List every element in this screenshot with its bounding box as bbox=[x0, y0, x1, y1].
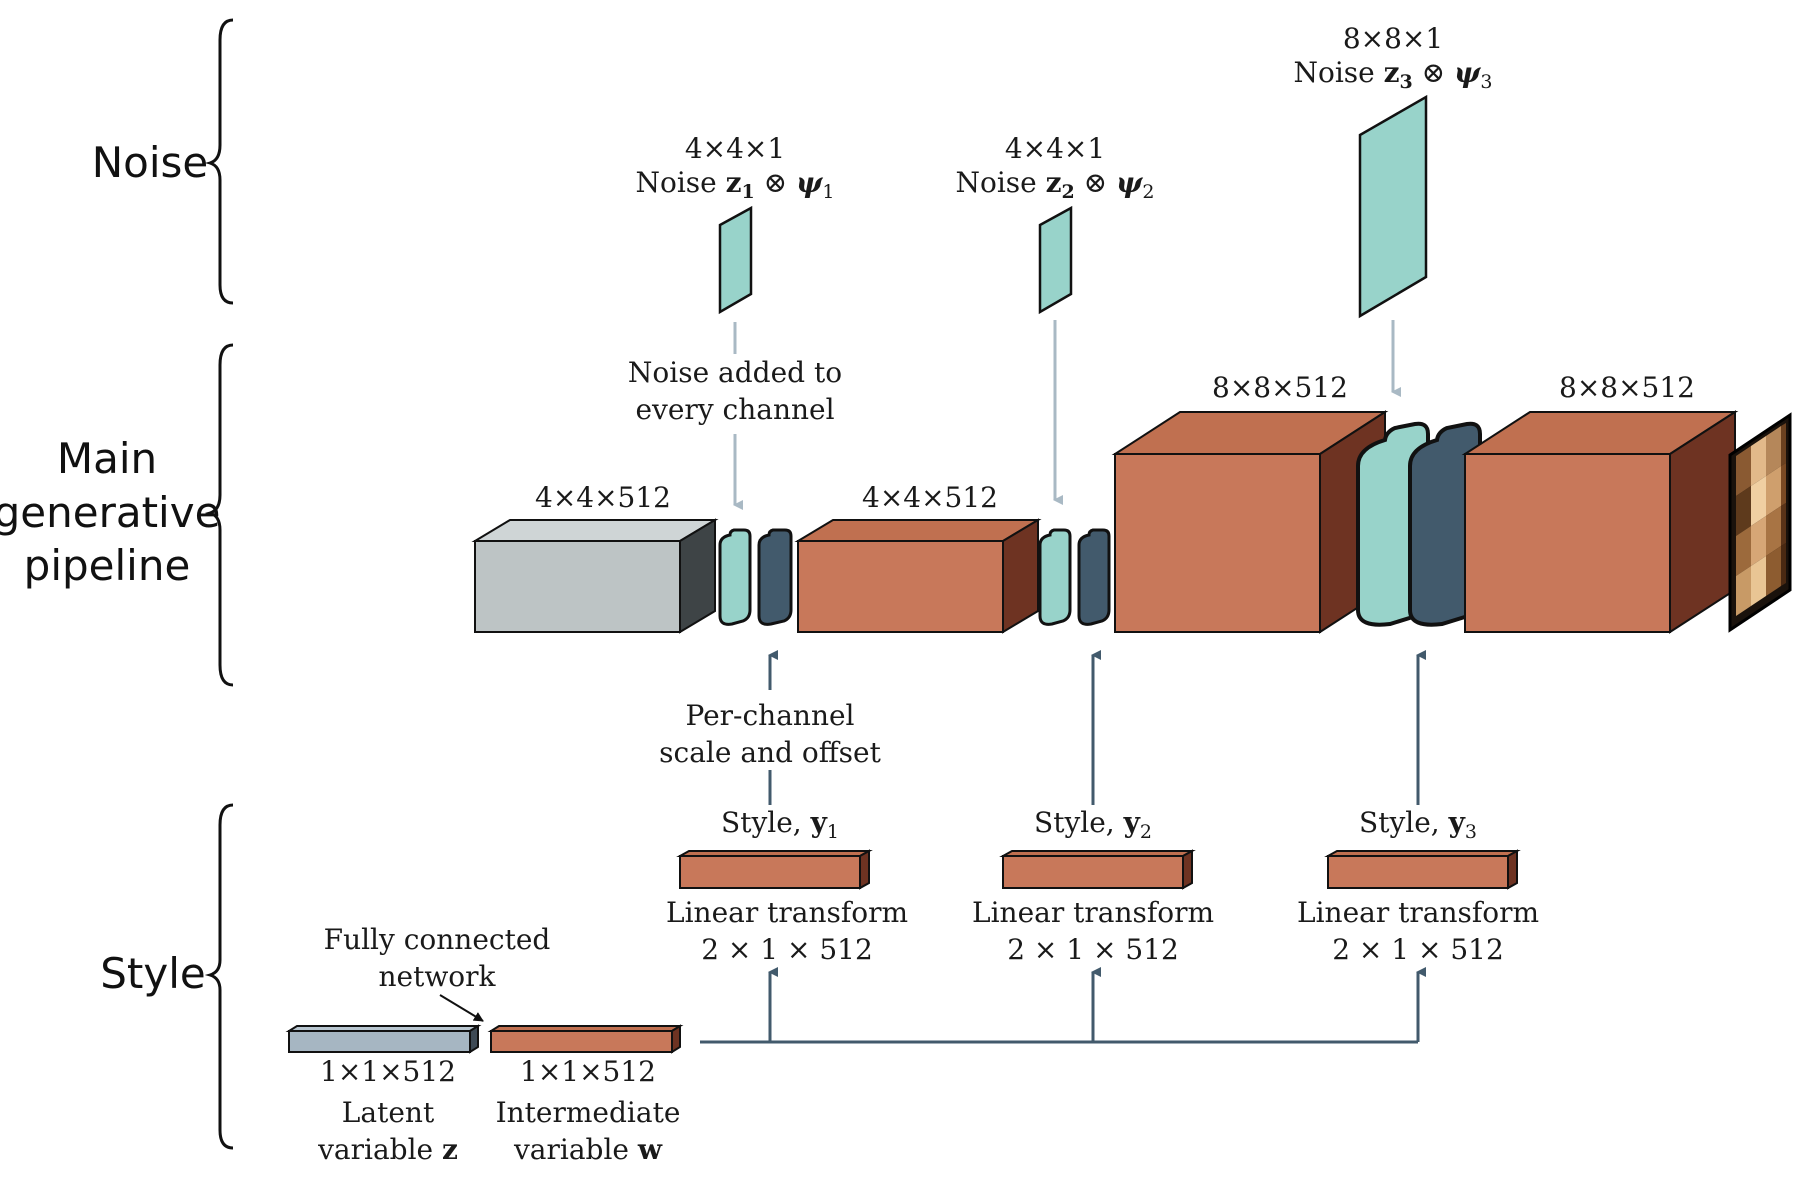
style-3-bar-side bbox=[1507, 849, 1518, 890]
main-section-label-line3: pipeline bbox=[24, 541, 191, 590]
fc-network-arrow bbox=[439, 994, 484, 1022]
const-block-side bbox=[679, 518, 716, 634]
style-1-dims: 2 × 1 × 512 bbox=[701, 933, 873, 966]
block-2-dims: 4×4×512 bbox=[862, 481, 998, 514]
style-block-3: Style, y3 Linear transform 2 × 1 × 512 bbox=[1297, 806, 1539, 966]
style-block-2: Style, y2 Linear transform 2 × 1 × 512 bbox=[972, 806, 1214, 966]
noise-added-label-line1: Noise added to bbox=[628, 356, 842, 389]
style-1-bar-top bbox=[676, 850, 873, 857]
noise-add-op-1 bbox=[718, 528, 752, 626]
noise-add-op-2 bbox=[1038, 528, 1072, 626]
style-1-label: Style, y1 bbox=[721, 806, 839, 843]
latent-bar-top bbox=[285, 1025, 482, 1032]
fc-network-label-line1: Fully connected bbox=[324, 923, 551, 956]
intermediate-bar-front bbox=[490, 1030, 673, 1053]
style-2-transform: Linear transform bbox=[972, 896, 1214, 929]
noise-3-formula: Noise z3 ⊗ ψ3 bbox=[1293, 56, 1492, 93]
const-input-block: 4×4×512 bbox=[471, 481, 719, 634]
feature-block-4: 8×8×512 bbox=[1461, 371, 1739, 634]
block-1-dims: 4×4×512 bbox=[535, 481, 671, 514]
noise-1-dims: 4×4×1 bbox=[685, 132, 785, 165]
style-2-label: Style, y2 bbox=[1034, 806, 1152, 843]
intermediate-line1: Intermediate bbox=[496, 1096, 681, 1129]
noise-map-3: 8×8×1 Noise z3 ⊗ ψ3 bbox=[1293, 22, 1493, 319]
per-channel-label-line1: Per-channel bbox=[686, 699, 855, 732]
noise-2-map bbox=[1038, 205, 1073, 315]
noise-added-label-line2: every channel bbox=[635, 393, 834, 426]
adain-op-2 bbox=[1077, 528, 1111, 626]
style-brace bbox=[204, 803, 234, 1150]
style-1-bar-front bbox=[679, 855, 861, 889]
style-1-bar-side bbox=[859, 849, 870, 890]
latent-line2: variable z bbox=[317, 1133, 458, 1166]
noise-1-formula: Noise z1 ⊗ ψ1 bbox=[635, 166, 834, 203]
output-image bbox=[1728, 412, 1792, 633]
block-3-front bbox=[1114, 453, 1321, 633]
noise-3-dims: 8×8×1 bbox=[1343, 22, 1443, 55]
intermediate-bar-top bbox=[487, 1025, 684, 1032]
intermediate-line2: variable w bbox=[513, 1133, 663, 1166]
style-2-dims: 2 × 1 × 512 bbox=[1007, 933, 1179, 966]
section-style: Style bbox=[100, 803, 234, 1150]
noise-2-formula: Noise z2 ⊗ ψ2 bbox=[955, 166, 1154, 203]
noise-brace bbox=[204, 18, 234, 305]
feature-block-3: 8×8×512 bbox=[1111, 371, 1389, 634]
main-section-label-line2: generative bbox=[0, 488, 220, 537]
noise-2-dims: 4×4×1 bbox=[1005, 132, 1105, 165]
intermediate-dims: 1×1×512 bbox=[520, 1055, 656, 1088]
noise-3-map bbox=[1358, 94, 1428, 319]
per-channel-label-line2: scale and offset bbox=[659, 736, 881, 769]
block-4-dims: 8×8×512 bbox=[1559, 371, 1695, 404]
noise-map-1: 4×4×1 Noise z1 ⊗ ψ1 bbox=[635, 132, 835, 315]
latent-dims: 1×1×512 bbox=[320, 1055, 456, 1088]
style-3-bar-front bbox=[1327, 855, 1509, 889]
block-2-front bbox=[797, 540, 1004, 633]
block-4-front bbox=[1464, 453, 1671, 633]
latent-line1: Latent bbox=[342, 1096, 435, 1129]
block-2-top bbox=[794, 519, 1042, 542]
block-2-side bbox=[1002, 518, 1039, 634]
style-2-bar-front bbox=[1002, 855, 1184, 889]
adain-op-1 bbox=[757, 528, 793, 626]
section-main-pipeline: Main generative pipeline bbox=[0, 343, 234, 687]
const-block-front bbox=[474, 540, 681, 633]
section-noise: Noise bbox=[92, 18, 234, 305]
noise-map-2: 4×4×1 Noise z2 ⊗ ψ2 bbox=[955, 132, 1155, 315]
fc-network-label-line2: network bbox=[378, 960, 496, 993]
feature-block-2: 4×4×512 bbox=[794, 481, 1042, 634]
style-1-transform: Linear transform bbox=[666, 896, 908, 929]
style-3-dims: 2 × 1 × 512 bbox=[1332, 933, 1504, 966]
style-3-label: Style, y3 bbox=[1359, 806, 1477, 843]
const-block-top bbox=[471, 519, 719, 542]
style-2-bar-side bbox=[1182, 849, 1193, 890]
noise-section-label: Noise bbox=[92, 138, 209, 187]
latent-bar-side bbox=[469, 1024, 479, 1054]
latent-z-block: 1×1×512 Latent variable z bbox=[285, 1024, 482, 1166]
block-3-dims: 8×8×512 bbox=[1212, 371, 1348, 404]
intermediate-w-block: 1×1×512 Intermediate variable w bbox=[487, 1024, 684, 1166]
noise-1-map bbox=[718, 205, 753, 315]
style-2-bar-top bbox=[999, 850, 1196, 857]
main-section-label-line1: Main bbox=[57, 434, 157, 483]
style-section-label: Style bbox=[100, 949, 206, 998]
style-3-bar-top bbox=[1324, 850, 1521, 857]
intermediate-bar-side bbox=[671, 1024, 681, 1054]
style-3-transform: Linear transform bbox=[1297, 896, 1539, 929]
style-block-1: Style, y1 Linear transform 2 × 1 × 512 bbox=[666, 805, 908, 966]
latent-bar-front bbox=[288, 1030, 471, 1053]
main-pipeline-brace bbox=[204, 343, 234, 687]
